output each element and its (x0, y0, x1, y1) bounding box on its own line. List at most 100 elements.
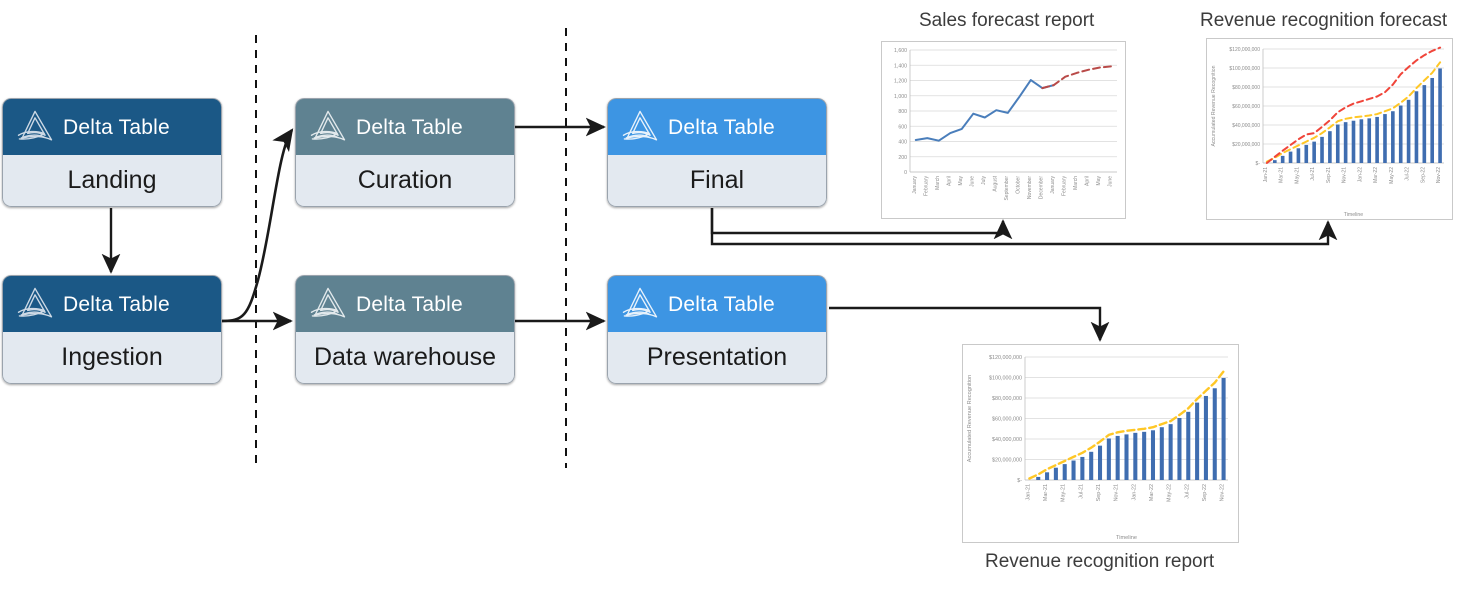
node-data-warehouse[interactable]: Delta Table Data warehouse (295, 275, 515, 384)
svg-text:0: 0 (904, 170, 907, 176)
svg-text:$120,000,000: $120,000,000 (989, 355, 1022, 361)
bar-Jan-22 (1359, 119, 1364, 163)
svg-text:Jul-22: Jul-22 (1405, 167, 1411, 181)
node-ingestion[interactable]: Delta Table Ingestion (2, 275, 222, 384)
delta-lake-logo-icon (622, 287, 658, 318)
svg-text:March: March (935, 176, 941, 190)
node-curation[interactable]: Delta Table Curation (295, 98, 515, 207)
node-landing[interactable]: Delta Table Landing (2, 98, 222, 207)
bar-Apr-22 (1383, 114, 1387, 163)
chart-title-revenue-forecast: Revenue recognition forecast (1200, 10, 1448, 31)
svg-text:Nov-22: Nov-22 (1436, 167, 1442, 183)
bar-Nov-22 (1221, 378, 1226, 480)
svg-text:March: March (1073, 176, 1079, 190)
svg-text:$-: $- (1017, 478, 1022, 484)
svg-text:$80,000,000: $80,000,000 (1232, 85, 1260, 91)
bar-Oct-21 (1106, 438, 1111, 480)
bar-Apr-21 (1288, 151, 1293, 163)
svg-text:$-: $- (1256, 161, 1261, 167)
svg-text:May: May (958, 176, 964, 186)
series-upside-forecast (1265, 46, 1442, 164)
bar-Aug-22 (1195, 402, 1200, 480)
svg-text:$20,000,000: $20,000,000 (1232, 142, 1260, 148)
node-ingestion-type: Delta Table (63, 292, 170, 316)
svg-text:1,400: 1,400 (894, 63, 907, 69)
bar-May-22 (1168, 424, 1173, 480)
node-presentation-label: Presentation (646, 343, 788, 371)
svg-text:February: February (923, 176, 929, 197)
node-presentation[interactable]: Delta Table Presentation (607, 275, 827, 384)
bar-Nov-21 (1343, 122, 1348, 163)
svg-text:$100,000,000: $100,000,000 (989, 376, 1022, 382)
svg-text:Accumulated Revenue Recognitio: Accumulated Revenue Recognition (1211, 65, 1217, 146)
node-final[interactable]: Delta Table Final (607, 98, 827, 207)
svg-text:Accumulated Revenue Recognitio: Accumulated Revenue Recognition (967, 375, 973, 462)
node-final-header: Delta Table (607, 98, 827, 155)
svg-text:$40,000,000: $40,000,000 (992, 437, 1022, 443)
svg-text:$40,000,000: $40,000,000 (1232, 123, 1260, 129)
svg-text:February: February (1061, 176, 1067, 197)
bar-Feb-21 (1272, 160, 1277, 163)
bar-Jul-21 (1080, 456, 1085, 480)
bar-Oct-22 (1212, 388, 1217, 480)
node-presentation-body: Presentation (607, 332, 827, 384)
svg-text:November: November (1027, 176, 1033, 199)
bar-Apr-22 (1159, 427, 1164, 480)
delta-lake-logo-icon (310, 287, 346, 318)
svg-text:October: October (1015, 176, 1021, 194)
bar-Oct-21 (1335, 124, 1340, 163)
svg-text:Nov-22: Nov-22 (1220, 484, 1226, 501)
svg-text:$60,000,000: $60,000,000 (992, 417, 1022, 423)
svg-text:Timeline: Timeline (1344, 212, 1364, 218)
svg-text:Jul-21: Jul-21 (1078, 484, 1084, 499)
node-data-warehouse-label: Data warehouse (313, 343, 497, 371)
chart-canvas-revrep: $-$20,000,000$40,000,000$60,000,000$80,0… (967, 355, 1228, 541)
chart-revenue-forecast[interactable]: $- $20,000,000 $40,000,000 $60,000,000 $80,0… (1206, 38, 1453, 220)
bar-Jun-22 (1398, 105, 1403, 163)
chart-canvas-revfc: $- $20,000,000 $40,000,000 $60,000,000 $80,0… (1211, 46, 1444, 218)
svg-text:Jan-21: Jan-21 (1025, 484, 1031, 500)
bar-Feb-21 (1036, 476, 1041, 480)
bar-Jul-21 (1312, 141, 1316, 163)
svg-text:$100,000,000: $100,000,000 (1229, 66, 1260, 72)
bar-Dec-21 (1124, 434, 1129, 480)
svg-text:400: 400 (898, 140, 907, 146)
arrow-ingestion-to-curation (221, 128, 294, 323)
bar-Nov-21 (1115, 435, 1120, 480)
node-final-label: Final (689, 166, 745, 194)
arrow-presentation-to-revenue-report (829, 306, 1110, 342)
chart-title-sales-forecast: Sales forecast report (919, 10, 1095, 31)
node-final-body: Final (607, 155, 827, 207)
chart-revenue-report[interactable]: $-$20,000,000$40,000,000$60,000,000$80,0… (962, 344, 1239, 543)
bar-Apr-21 (1053, 467, 1058, 480)
svg-text:Nov-21: Nov-21 (1342, 167, 1348, 183)
svg-text:$120,000,000: $120,000,000 (1229, 47, 1260, 53)
svg-text:January: January (912, 176, 918, 194)
svg-text:600: 600 (898, 124, 907, 130)
node-landing-body: Landing (2, 155, 222, 207)
series-trend (1028, 370, 1225, 480)
bar-Jan-22 (1133, 432, 1138, 480)
svg-text:Mar-21: Mar-21 (1043, 484, 1049, 501)
svg-text:June: June (1107, 176, 1113, 187)
svg-text:Mar-22: Mar-22 (1149, 484, 1155, 501)
svg-text:1,200: 1,200 (894, 79, 907, 85)
bar-Feb-22 (1367, 118, 1372, 163)
svg-text:May: May (1096, 176, 1102, 186)
svg-text:$60,000,000: $60,000,000 (1232, 104, 1260, 110)
bar-Jun-22 (1177, 417, 1182, 480)
bar-Feb-22 (1142, 431, 1147, 480)
node-curation-type: Delta Table (356, 115, 463, 139)
svg-text:January: January (1050, 176, 1056, 194)
bar-Mar-22 (1375, 116, 1379, 163)
svg-text:1,600: 1,600 (894, 48, 907, 54)
node-landing-header: Delta Table (2, 98, 222, 155)
node-presentation-type: Delta Table (668, 292, 775, 316)
bar-Aug-22 (1414, 91, 1419, 163)
svg-text:Jan-22: Jan-22 (1357, 167, 1363, 183)
node-curation-header: Delta Table (295, 98, 515, 155)
node-data-warehouse-body: Data warehouse (295, 332, 515, 384)
bar-Mar-21 (1280, 155, 1285, 163)
